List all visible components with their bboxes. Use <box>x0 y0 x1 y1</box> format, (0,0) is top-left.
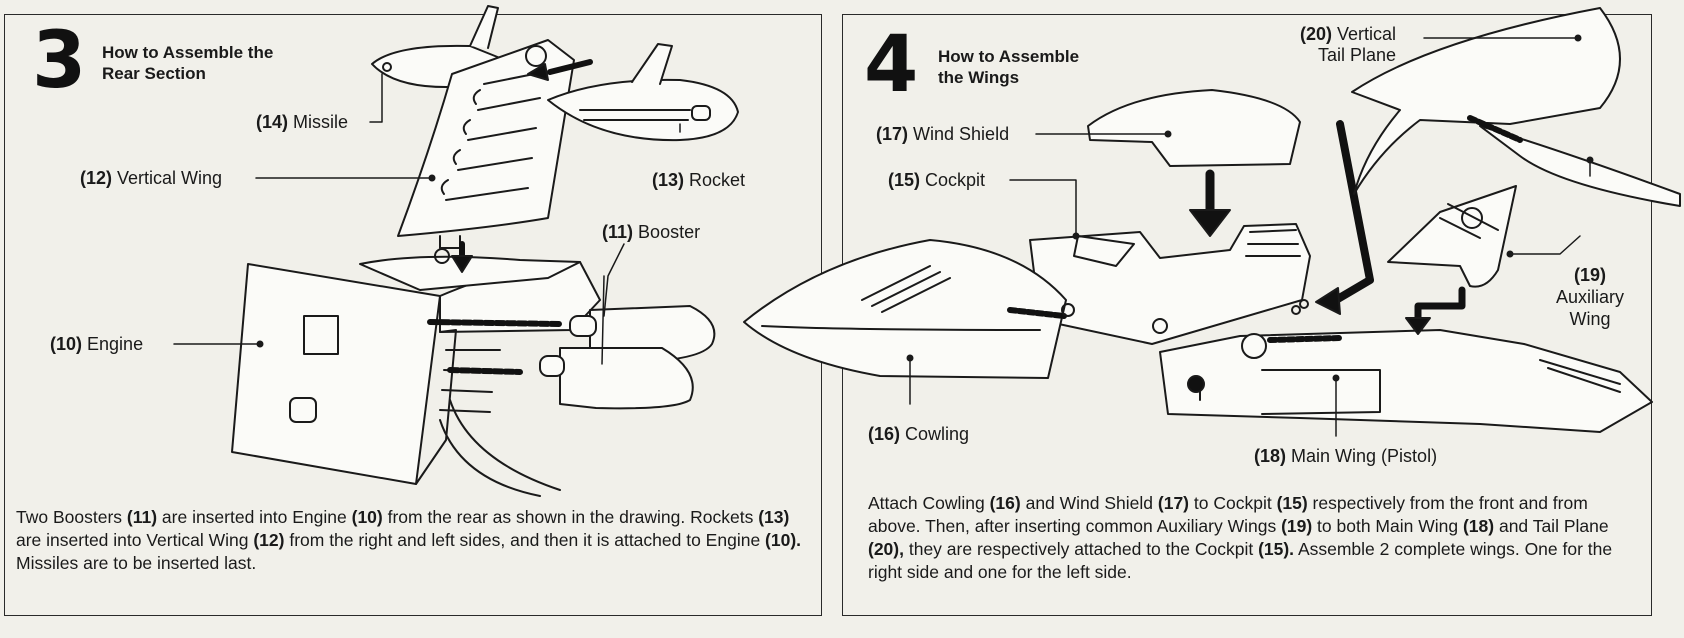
cowling-part <box>743 239 1075 379</box>
callout-tail-plane-label: Vertical Tail Plane <box>1318 24 1397 65</box>
callout-wind-shield-number: (17) <box>876 124 909 144</box>
callout-cowling-number: (16) <box>868 424 901 444</box>
callout-vertical-wing-label: Vertical Wing <box>117 168 223 188</box>
callout-cockpit-label: Cockpit <box>925 170 986 190</box>
callout-rocket-label: Rocket <box>689 170 746 190</box>
callout-main-wing-number: (18) <box>1254 446 1287 466</box>
auxiliary-wing-part <box>1387 185 1517 288</box>
callout-booster: (11) Booster <box>602 222 700 243</box>
callout-vertical-wing: (12) Vertical Wing <box>80 168 222 189</box>
callout-engine-label: Engine <box>87 334 144 354</box>
step-4-instruction-text-2: and Wind Shield <box>1020 493 1158 513</box>
callout-missile-label: Missile <box>293 112 349 132</box>
step-3-instruction-text-0: Two Boosters <box>16 507 127 527</box>
step-3-instruction-ref-1: (11) <box>126 507 158 527</box>
callout-engine: (10) Engine <box>50 334 143 355</box>
callout-tail-plane: (20) Vertical Tail Plane <box>1300 24 1396 66</box>
step-4-instruction-text-14: Assemble 2 complete wings. One for the r… <box>868 539 1613 582</box>
callout-wind-shield-label: Wind Shield <box>913 124 1010 144</box>
step-4-instruction-ref-7: (19) <box>1281 516 1313 536</box>
callout-engine-number: (10) <box>50 334 83 354</box>
callout-main-wing: (18) Main Wing (Pistol) <box>1254 446 1437 467</box>
step-4-title: How to Assemble the Wings <box>938 47 1080 87</box>
cockpit-part <box>1029 223 1311 345</box>
step-3-instruction-ref-5: (13) <box>758 507 790 527</box>
step-4-number: 4 <box>864 20 919 110</box>
callout-booster-number: (11) <box>602 222 634 242</box>
callout-wind-shield: (17) Wind Shield <box>876 124 1009 145</box>
callout-cockpit: (15) Cockpit <box>888 170 985 191</box>
step-4-instruction-text-6: respectively from the front and from abo… <box>868 493 1588 536</box>
callout-auxiliary-wing-label: Auxiliary Wing <box>1556 287 1625 329</box>
step-4-instructions: Attach Cowling (16) and Wind Shield (17)… <box>868 492 1638 584</box>
callout-cowling: (16) Cowling <box>868 424 969 445</box>
step-4-instruction-ref-11: (20), <box>868 539 904 559</box>
tail-plane-part <box>1351 7 1681 207</box>
step-3-instruction-text-10: Missiles are to be inserted last. <box>16 553 257 573</box>
step-3-instruction-text-6: are inserted into Vertical Wing <box>16 530 254 550</box>
step-4-instruction-text-4: to Cockpit <box>1189 493 1277 513</box>
step-3-instruction-text-8: from the right and left sides, and then … <box>284 530 766 550</box>
step-4-instruction-ref-1: (16) <box>989 493 1021 513</box>
step-3-instructions: Two Boosters (11) are inserted into Engi… <box>16 506 816 575</box>
step-3-title: How to Assemble the Rear Section <box>102 43 274 83</box>
step-4-instruction-ref-9: (18) <box>1462 516 1495 536</box>
callout-cockpit-number: (15) <box>888 170 921 190</box>
step-4-instruction-ref-3: (17) <box>1157 493 1190 513</box>
callout-vertical-wing-number: (12) <box>80 168 113 188</box>
callout-tail-plane-number: (20) <box>1300 24 1333 44</box>
step-3-instruction-ref-3: (10) <box>351 507 383 527</box>
step-3-instruction-text-4: from the rear as shown in the drawing. R… <box>382 507 759 527</box>
callout-auxiliary-wing-number: (19) <box>1574 265 1607 285</box>
step-4-instruction-text-0: Attach Cowling <box>868 493 990 513</box>
callout-booster-label: Booster <box>638 222 701 242</box>
step-4-instruction-text-10: and Tail Plane <box>1494 516 1609 536</box>
callout-missile-number: (14) <box>256 112 289 132</box>
callout-rocket-number: (13) <box>652 170 685 190</box>
rocket-part <box>547 43 739 142</box>
callout-auxiliary-wing: (19)Auxiliary Wing <box>1556 264 1624 330</box>
step-4-instruction-text-12: they are respectively attached to the Co… <box>903 539 1259 559</box>
callout-main-wing-label: Main Wing (Pistol) <box>1291 446 1438 466</box>
step-3-instruction-ref-9: (10). <box>765 530 802 550</box>
callout-rocket: (13) Rocket <box>652 170 745 191</box>
step-4-instruction-text-8: to both Main Wing <box>1312 516 1463 536</box>
step-3-instruction-text-2: are inserted into Engine <box>157 507 352 527</box>
booster-part <box>539 305 716 410</box>
step-4-instruction-ref-13: (15). <box>1258 539 1295 559</box>
main-wing-part <box>1159 329 1653 433</box>
wind-shield-part <box>1087 89 1301 167</box>
step-3-number: 3 <box>32 16 87 106</box>
callout-cowling-label: Cowling <box>905 424 970 444</box>
step-3-instruction-ref-7: (12) <box>253 530 285 550</box>
vertical-wing-part <box>397 39 575 249</box>
callout-missile: (14) Missile <box>256 112 348 133</box>
step-4-instruction-ref-5: (15) <box>1276 493 1308 513</box>
